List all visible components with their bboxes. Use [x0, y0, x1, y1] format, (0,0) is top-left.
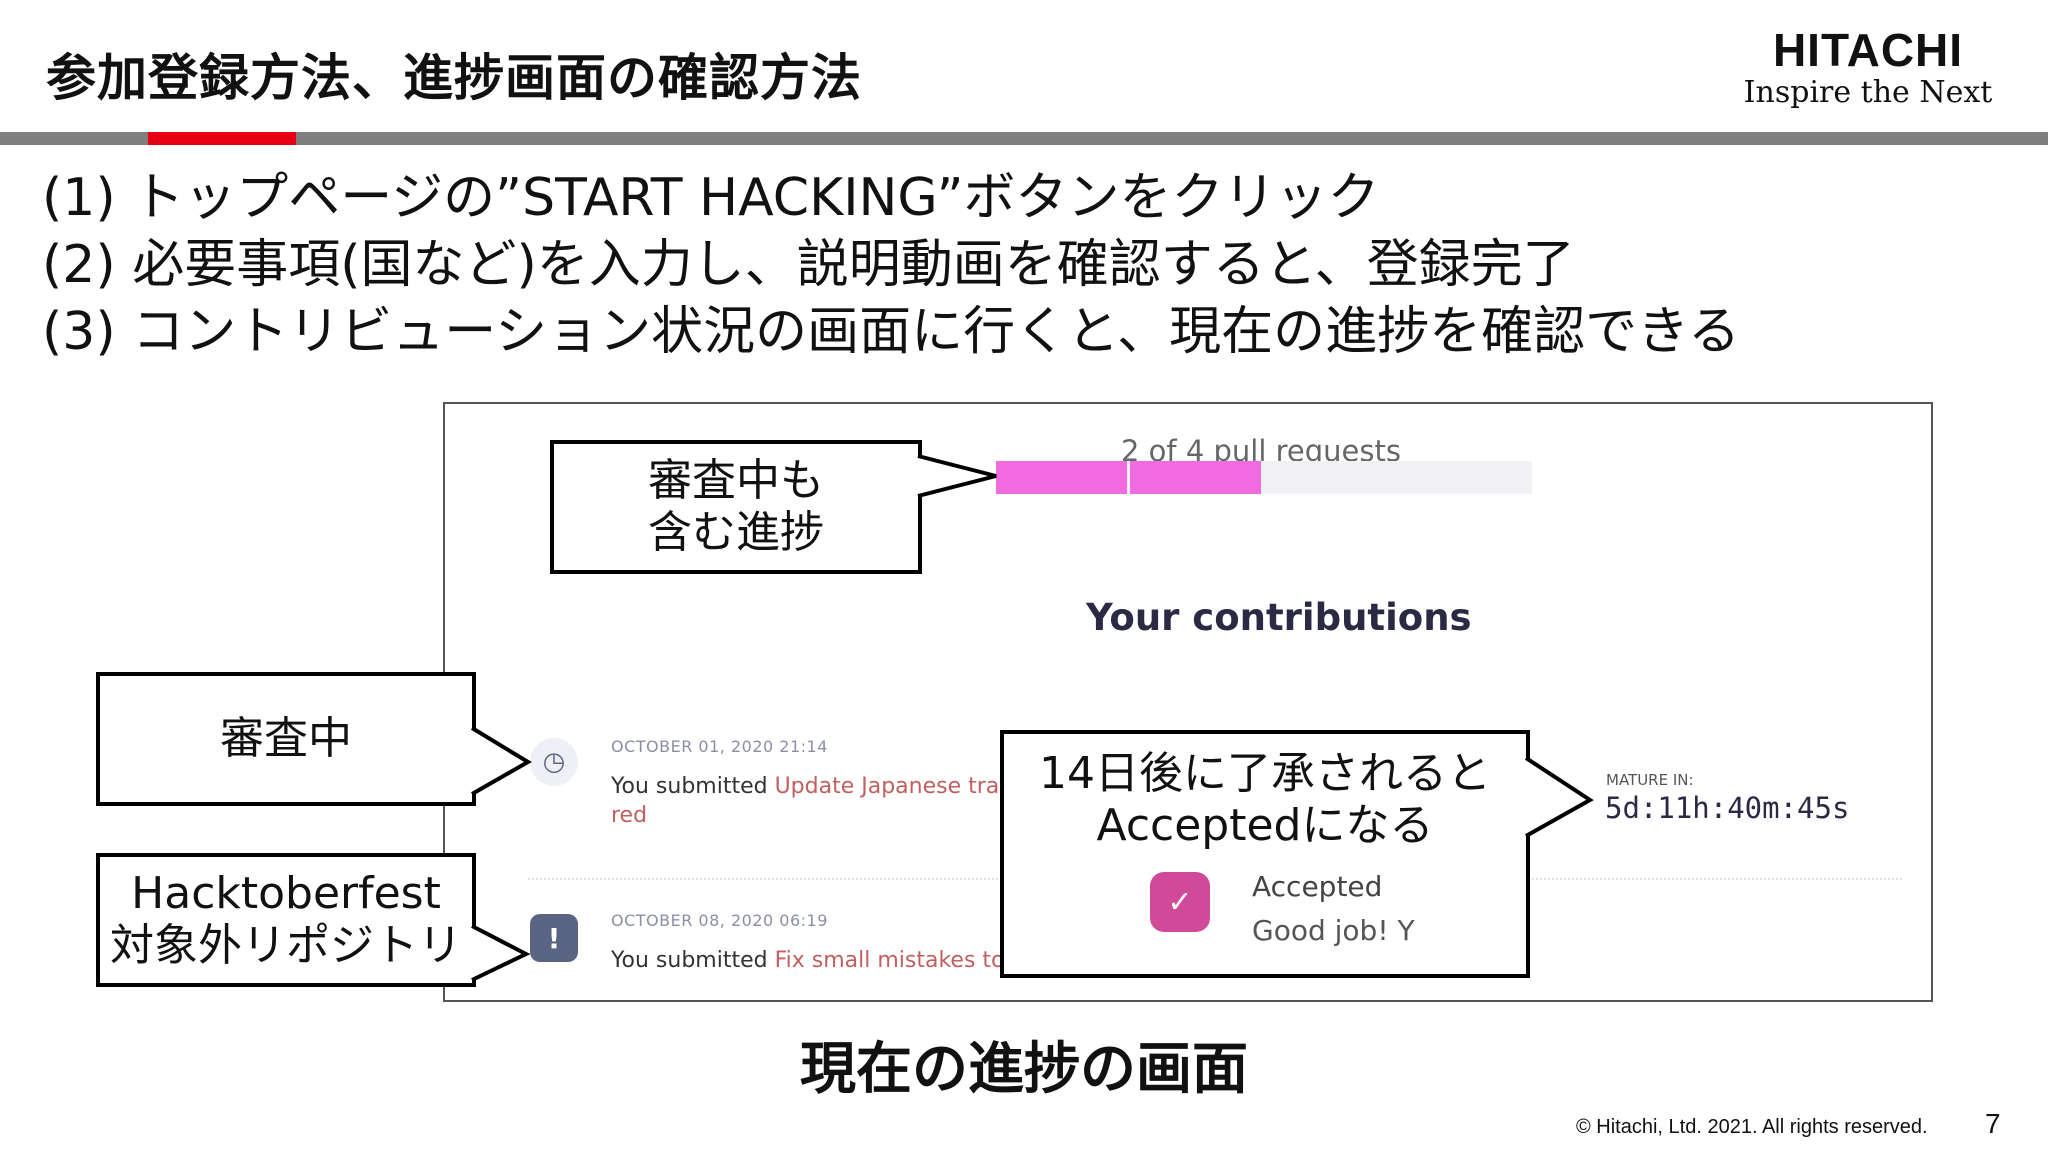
copyright-notice: © Hitachi, Ltd. 2021. All rights reserve… [1576, 1116, 1928, 1138]
step-3: (3) コントリビューション状況の画面に行くと、現在の進捗を確認できる [42, 302, 1741, 362]
callout-progress-pointer [917, 454, 997, 498]
event-date: OCTOBER 01, 2020 21:14 [611, 737, 828, 756]
pr-link[interactable]: Fix small mistakes to [774, 948, 1005, 973]
event-text: You submitted Fix small mistakes to [611, 948, 1005, 973]
event-date: OCTOBER 08, 2020 06:19 [611, 911, 828, 930]
title-accent-bar [148, 132, 296, 145]
slide-title: 参加登録方法、進捗画面の確認方法 [46, 49, 862, 107]
logo-tagline: Inspire the Next [1743, 75, 1993, 110]
progress-bar-fill [996, 461, 1261, 494]
step-list: (1) トップページの”START HACKING”ボタンをクリック (2) 必… [42, 165, 1740, 366]
callout-accepted-pointer [1524, 756, 1594, 838]
callout-progress: 審査中も 含む進捗 [550, 440, 922, 574]
check-icon: ✓ [1150, 872, 1210, 932]
figure-caption: 現在の進捗の画面 [800, 1037, 1248, 1102]
event-text: You submitted Update Japanese tra red [611, 774, 1000, 828]
progress-segment [996, 461, 1127, 494]
logo-name: HITACHI [1772, 24, 1964, 76]
callout-excluded-pointer [471, 924, 531, 982]
mature-countdown: 5d:11h:40m:45s [1605, 791, 1850, 825]
callout-accepted: 14日後に了承されると Acceptedになる [1000, 730, 1530, 978]
accepted-status: Accepted [1252, 870, 1383, 903]
accepted-note: Good job! Y [1252, 914, 1415, 947]
contributions-heading: Your contributions [1086, 596, 1472, 639]
progress-segment [1130, 461, 1261, 494]
page-number: 7 [1985, 1108, 2001, 1139]
callout-excluded-repo: Hacktoberfest 対象外リポジトリ [96, 853, 476, 987]
callout-reviewing-pointer [470, 726, 532, 796]
progress-bar [996, 461, 1532, 494]
pr-link[interactable]: Update Japanese tra [774, 774, 1000, 799]
step-2: (2) 必要事項(国など)を入力し、説明動画を確認すると、登録完了 [42, 235, 1575, 295]
title-divider [0, 132, 2048, 145]
callout-reviewing: 審査中 [96, 672, 476, 806]
hitachi-logo: HITACHI Inspire the Next [1728, 24, 2008, 110]
mature-label: MATURE IN: [1606, 771, 1694, 789]
clock-icon: ◷ [530, 738, 578, 786]
alert-icon: ! [530, 914, 578, 962]
step-1: (1) トップページの”START HACKING”ボタンをクリック [42, 168, 1380, 228]
